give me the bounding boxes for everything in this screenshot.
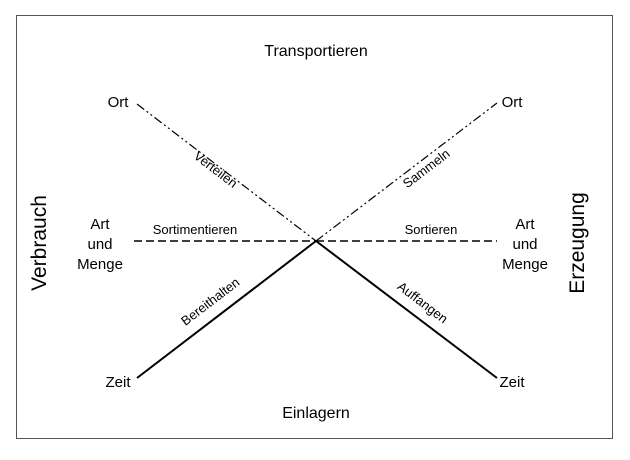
left-art-menge-label: Art und Menge <box>77 216 123 273</box>
line-ort-left <box>136 103 317 242</box>
bereithalten-label: Bereithalten <box>178 274 242 328</box>
verteilen-label: Verteilen <box>191 148 240 191</box>
left-ort-label: Ort <box>108 94 130 111</box>
svg-text:Art: Art <box>515 216 535 233</box>
svg-text:Menge: Menge <box>77 256 123 273</box>
sortimentieren-label: Sortimentieren <box>153 222 238 237</box>
right-side-label: Erzeugung <box>566 192 589 294</box>
bottom-label: Einlagern <box>282 405 350 422</box>
line-ort-right <box>315 102 498 242</box>
line-zeit-left <box>136 240 317 379</box>
sammeln-label: Sammeln <box>400 146 453 191</box>
svg-text:und: und <box>87 236 112 253</box>
svg-text:Art: Art <box>90 216 110 233</box>
right-art-menge-label: Art und Menge <box>502 216 548 273</box>
svg-text:und: und <box>512 236 537 253</box>
sortieren-label: Sortieren <box>405 222 458 237</box>
right-zeit-label: Zeit <box>499 374 525 391</box>
svg-text:Menge: Menge <box>502 256 548 273</box>
left-zeit-label: Zeit <box>105 374 131 391</box>
line-zeit-right <box>315 240 498 379</box>
top-label: Transportieren <box>264 43 367 60</box>
auffangen-label: Auffangen <box>395 279 451 327</box>
diagram-frame <box>16 15 613 439</box>
right-ort-label: Ort <box>502 94 524 111</box>
left-side-label: Verbrauch <box>28 195 51 291</box>
